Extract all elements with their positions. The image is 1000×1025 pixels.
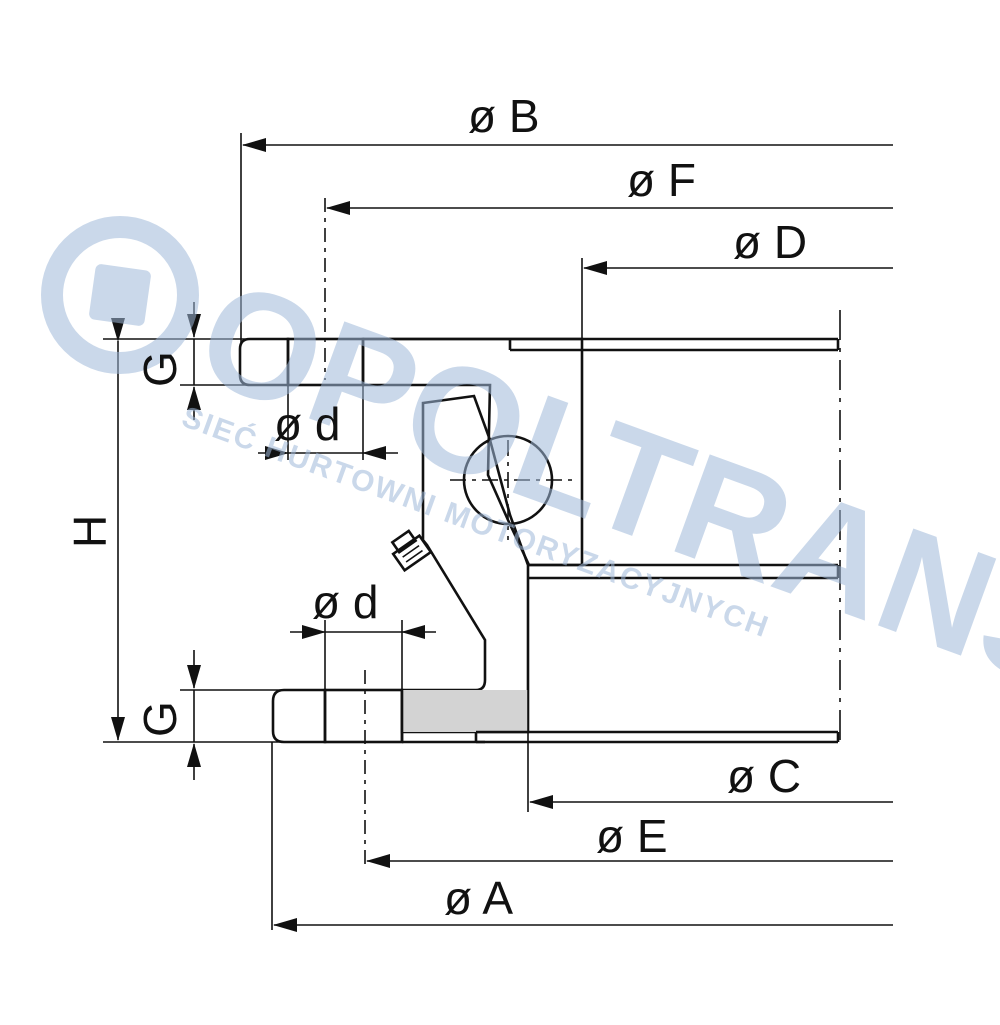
bottom-flange-bolt-hole (323, 688, 404, 744)
label-dia-D: ø D (733, 216, 807, 268)
label-dia-E: ø E (596, 810, 668, 862)
circle-square-logo-icon (41, 216, 199, 374)
bottom-flange (271, 688, 327, 744)
dimension-labels: ø B ø F ø D ø d ø d ø C ø E ø A H G G (64, 90, 807, 924)
label-dia-F: ø F (627, 154, 696, 206)
label-G-bottom: G (134, 701, 186, 737)
label-dia-d-top: ø d (274, 398, 340, 450)
extension-lines (103, 133, 583, 930)
watermark-brand: OPOLTRANS (179, 247, 1000, 723)
dimension-lines (111, 138, 893, 932)
grease-nipple-icon (390, 529, 433, 573)
label-dia-B: ø B (468, 90, 540, 142)
watermark: OPOLTRANS SIEĆ HURTOWNI MOTORYZACYJNYCH (41, 216, 1000, 723)
label-dia-A: ø A (444, 872, 513, 924)
label-dia-C: ø C (727, 750, 801, 802)
label-dia-d-bottom: ø d (312, 576, 378, 628)
label-G-top: G (134, 351, 186, 387)
label-H: H (64, 515, 116, 548)
outer-ring-section (400, 394, 530, 734)
bearing-section (238, 310, 841, 744)
